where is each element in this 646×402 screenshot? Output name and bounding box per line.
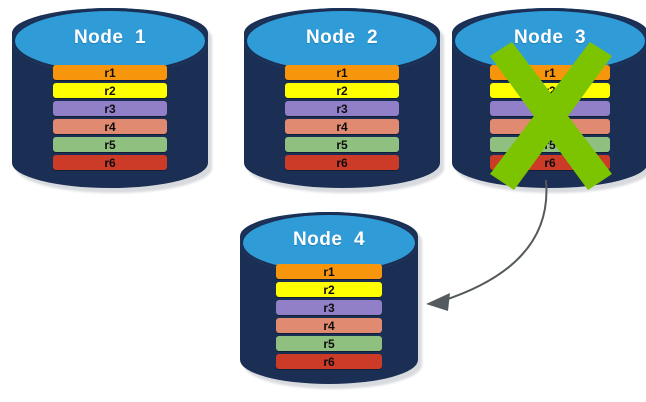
table-row[interactable]: r2: [490, 83, 610, 98]
row-label: r4: [104, 119, 116, 134]
row-label: r5: [323, 336, 335, 351]
node-3-title: Node 3: [513, 27, 587, 48]
row-label: r1: [104, 65, 116, 80]
row-label: r3: [544, 101, 556, 116]
table-row[interactable]: r4: [276, 318, 382, 333]
row-label: r5: [544, 137, 556, 152]
cylinder-top-ellipse: [240, 212, 418, 274]
node-1-title: Node 1: [73, 27, 147, 48]
row-label: r3: [323, 300, 335, 315]
node-4[interactable]: Node 4 r1 r2 r3 r4 r5 r6: [240, 212, 422, 389]
row-label: r3: [104, 101, 116, 116]
row-label: r6: [323, 354, 335, 369]
table-row[interactable]: r4: [53, 119, 167, 134]
table-row[interactable]: r5: [490, 137, 610, 152]
table-row[interactable]: r6: [53, 155, 167, 170]
table-row[interactable]: r6: [276, 354, 382, 369]
table-row[interactable]: r2: [53, 83, 167, 98]
cylinder-top-ellipse: [244, 8, 440, 74]
row-label: r3: [336, 101, 348, 116]
node-4-rows: r1 r2 r3 r4 r5 r6: [240, 264, 418, 372]
table-row[interactable]: r6: [490, 155, 610, 170]
row-label: r2: [544, 83, 556, 98]
table-row[interactable]: r5: [53, 137, 167, 152]
table-row[interactable]: r1: [285, 65, 399, 80]
table-row[interactable]: r6: [285, 155, 399, 170]
failover-arrow-icon: [426, 180, 548, 311]
node-3-rows: r1 r2 r3 r4 r5 r6: [452, 65, 646, 173]
table-row[interactable]: r1: [53, 65, 167, 80]
row-label: r1: [336, 65, 348, 80]
row-label: r6: [336, 155, 348, 170]
table-row[interactable]: r2: [285, 83, 399, 98]
row-label: r2: [323, 282, 335, 297]
node-2-rows: r1 r2 r3 r4 r5 r6: [244, 65, 440, 173]
row-label: r6: [544, 155, 556, 170]
table-row[interactable]: r3: [285, 101, 399, 116]
table-row[interactable]: r2: [276, 282, 382, 297]
row-label: r4: [323, 318, 335, 333]
table-row[interactable]: r5: [285, 137, 399, 152]
row-label: r1: [544, 65, 556, 80]
table-row[interactable]: r3: [276, 300, 382, 315]
node-2[interactable]: Node 2 r1 r2 r3 r4 r5 r6: [244, 8, 444, 193]
node-3[interactable]: Node 3 r1 r2 r3 r4 r5 r6: [452, 8, 646, 193]
table-row[interactable]: r1: [276, 264, 382, 279]
row-label: r5: [336, 137, 348, 152]
row-label: r4: [544, 119, 556, 134]
node-1-rows: r1 r2 r3 r4 r5 r6: [12, 65, 208, 173]
row-label: r5: [104, 137, 116, 152]
table-row[interactable]: r4: [285, 119, 399, 134]
table-row[interactable]: r3: [53, 101, 167, 116]
cylinder-top-ellipse: [12, 8, 208, 74]
row-label: r4: [336, 119, 348, 134]
row-label: r2: [104, 83, 116, 98]
node-4-title: Node 4: [292, 229, 366, 250]
node-1[interactable]: Node 1 r1 r2 r3 r4 r5 r6: [12, 8, 212, 193]
table-row[interactable]: r3: [490, 101, 610, 116]
row-label: r6: [104, 155, 116, 170]
table-row[interactable]: r5: [276, 336, 382, 351]
row-label: r1: [323, 264, 335, 279]
table-row[interactable]: r4: [490, 119, 610, 134]
node-2-title: Node 2: [305, 27, 379, 48]
table-row[interactable]: r1: [490, 65, 610, 80]
row-label: r2: [336, 83, 348, 98]
